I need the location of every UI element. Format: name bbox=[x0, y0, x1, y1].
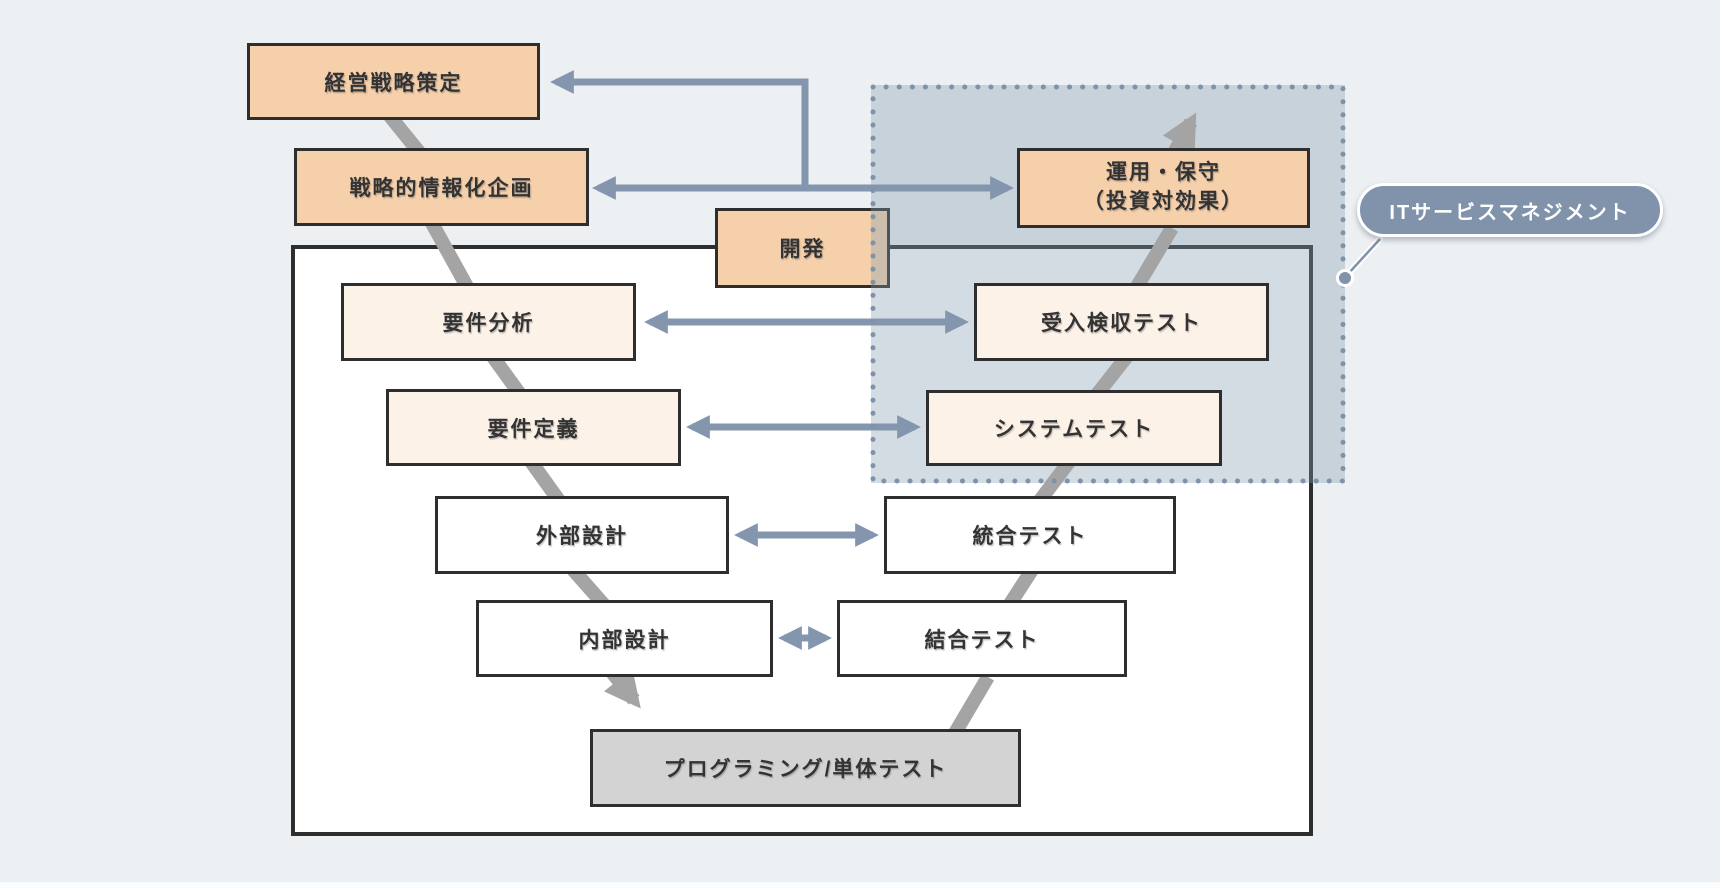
box-external-design: 外部設計 bbox=[435, 496, 729, 574]
operation-maintenance-line2: （投資対効果） bbox=[1083, 190, 1244, 213]
box-development-label: 開発 bbox=[779, 238, 826, 261]
box-strategic-it-planning: 戦略的情報化企画 bbox=[294, 148, 589, 226]
box-requirements-definition: 要件定義 bbox=[386, 389, 681, 466]
arrow-feedback-strategy bbox=[550, 70, 809, 185]
box-integration-test: 統合テスト bbox=[884, 496, 1176, 574]
box-management-strategy: 経営戦略策定 bbox=[247, 43, 540, 120]
box-development: 開発 bbox=[715, 208, 890, 288]
box-system-test-label: システムテスト bbox=[993, 418, 1155, 441]
box-combination-test: 結合テスト bbox=[837, 600, 1127, 677]
box-programming-unit-test-label: プログラミング/単体テスト bbox=[663, 758, 948, 781]
box-internal-design: 内部設計 bbox=[476, 600, 773, 677]
box-management-strategy-label: 経営戦略策定 bbox=[324, 71, 463, 95]
box-acceptance-test: 受入検収テスト bbox=[974, 283, 1269, 361]
box-strategic-it-planning-label: 戦略的情報化企画 bbox=[349, 177, 534, 200]
box-programming-unit-test: プログラミング/単体テスト bbox=[590, 729, 1021, 807]
box-external-design-label: 外部設計 bbox=[536, 525, 628, 548]
bottom-edge-strip bbox=[0, 882, 1720, 888]
box-integration-test-label: 統合テスト bbox=[972, 525, 1088, 548]
box-acceptance-test-label: 受入検収テスト bbox=[1041, 312, 1202, 335]
itsm-callout: ITサービスマネジメント bbox=[1357, 183, 1663, 237]
operation-maintenance-line1: 運用・保守 bbox=[1106, 161, 1221, 185]
box-requirements-definition-label: 要件定義 bbox=[487, 417, 580, 441]
box-requirements-analysis: 要件分析 bbox=[341, 283, 636, 361]
box-operation-maintenance: 運用・保守 （投資対効果） bbox=[1017, 148, 1310, 228]
itsm-callout-label: ITサービスマネジメント bbox=[1389, 201, 1631, 224]
box-internal-design-label: 内部設計 bbox=[578, 628, 671, 652]
box-requirements-analysis-label: 要件分析 bbox=[442, 312, 535, 335]
box-operation-maintenance-label: 運用・保守 （投資対効果） bbox=[1083, 159, 1244, 217]
box-combination-test-label: 結合テスト bbox=[924, 628, 1040, 652]
box-system-test: システムテスト bbox=[926, 390, 1222, 466]
